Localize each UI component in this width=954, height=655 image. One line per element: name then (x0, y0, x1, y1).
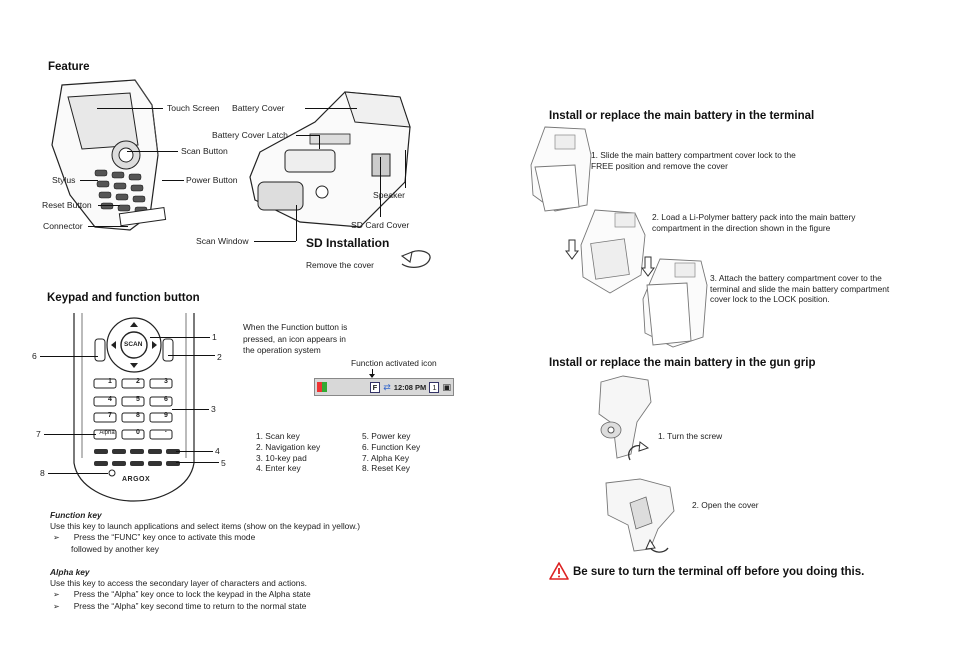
alpha-key-bullet-1: Press the “Alpha” key once to lock the k… (53, 589, 311, 600)
warning-text: Be sure to turn the terminal off before … (573, 566, 865, 578)
warning-icon (549, 562, 569, 580)
label-sd-card-cover: SD Card Cover (351, 220, 410, 230)
battery-step1-illustration (530, 126, 592, 212)
key-9: 9 (164, 412, 168, 419)
key-4: 4 (108, 396, 112, 403)
function-key-title: Function key (50, 510, 102, 520)
label-scan-button: Scan Button (181, 146, 228, 156)
key-0: 0 (136, 429, 140, 436)
callout-1: 1 (212, 332, 217, 342)
terminal-front-illustration (51, 79, 167, 231)
gun-grip-battery-heading: Install or replace the main battery in t… (549, 357, 816, 369)
label-stylus: Stylus (52, 175, 76, 185)
label-scan-window: Scan Window (196, 236, 249, 246)
terminal-step2: 2. Load a Li-Polymer battery pack into t… (652, 212, 856, 233)
key-2: 2 (136, 378, 140, 385)
windows-start-icon[interactable] (317, 382, 327, 392)
keypad-heading: Keypad and function button (47, 292, 200, 304)
sd-installation-caption: Remove the cover (306, 260, 374, 270)
key-6: 6 (164, 396, 168, 403)
label-connector: Connector (43, 221, 83, 231)
key-5: 5 (136, 396, 140, 403)
label-battery-cover: Battery Cover (232, 103, 285, 113)
taskbar: F ⇄ 12:08 PM 1 ▣ (314, 378, 454, 396)
alpha-key-title: Alpha key (50, 567, 90, 577)
function-key-desc: Use this key to launch applications and … (50, 521, 361, 531)
desktop-icon[interactable]: ▣ (442, 381, 451, 392)
terminal-step3: 3. Attach the battery compartment cover … (710, 273, 890, 304)
gun-grip-step1-illustration (598, 375, 652, 459)
battery-step3-illustration (642, 258, 708, 348)
battery-step2-illustration (580, 209, 646, 294)
function-activated-label: Function activated icon (351, 358, 437, 368)
keypad-legend-col2: 5. Power key 6. Function Key 7. Alpha Ke… (362, 431, 421, 474)
function-note: When the Function button is pressed, an … (243, 322, 348, 355)
gun-grip-step2-illustration (605, 478, 675, 552)
terminal-step1: 1. Slide the main battery compartment co… (591, 150, 796, 171)
key-1: 1 (108, 378, 112, 385)
down-arrow-icon-2 (641, 256, 655, 277)
callout-5: 5 (221, 458, 226, 468)
alpha-key-desc: Use this key to access the secondary lay… (50, 578, 307, 588)
key-alpha: Alpha (99, 430, 115, 436)
label-speaker: Speaker (373, 190, 406, 200)
key-8: 8 (136, 412, 140, 419)
rotate-cover-arrow-icon (645, 538, 669, 553)
terminal-battery-heading: Install or replace the main battery in t… (549, 110, 815, 122)
callout-2: 2 (217, 352, 222, 362)
taskbar-box-1: 1 (429, 381, 440, 393)
key-dot: · (164, 429, 168, 436)
function-key-bullet-1b: followed by another key (71, 544, 159, 554)
label-power-button: Power Button (186, 175, 238, 185)
down-arrow-icon (565, 239, 579, 260)
key-3: 3 (164, 378, 168, 385)
callout-8: 8 (40, 468, 45, 478)
keypad-legend-col1: 1. Scan key 2. Navigation key 3. 10-key … (256, 431, 321, 474)
function-key-bullet-1: Press the “FUNC” key once to activate th… (53, 532, 256, 543)
rotate-screw-arrow-icon (628, 441, 650, 461)
function-f-icon: F (369, 381, 381, 393)
sd-installation-heading: SD Installation (306, 236, 390, 250)
taskbar-time: 12:08 PM (393, 382, 427, 392)
key-7: 7 (108, 412, 112, 419)
scan-key-label: SCAN (124, 341, 143, 348)
alpha-key-bullet-2: Press the “Alpha” key second time to ret… (53, 601, 307, 612)
rotate-arrow-icon (400, 250, 431, 269)
network-icon: ⇄ (383, 381, 391, 392)
callout-6: 6 (32, 351, 37, 361)
feature-heading: Feature (48, 61, 90, 73)
label-touch-screen: Touch Screen (167, 103, 220, 113)
terminal-back-illustration (249, 91, 411, 228)
gun-grip-step1: 1. Turn the screw (658, 431, 723, 441)
callout-4: 4 (215, 446, 220, 456)
label-battery-cover-latch: Battery Cover Latch (212, 130, 288, 140)
gun-grip-step2: 2. Open the cover (692, 500, 759, 510)
label-reset-button: Reset Button (42, 200, 92, 210)
argox-logo: ARGOX (122, 476, 151, 483)
callout-3: 3 (211, 404, 216, 414)
callout-7: 7 (36, 429, 41, 439)
